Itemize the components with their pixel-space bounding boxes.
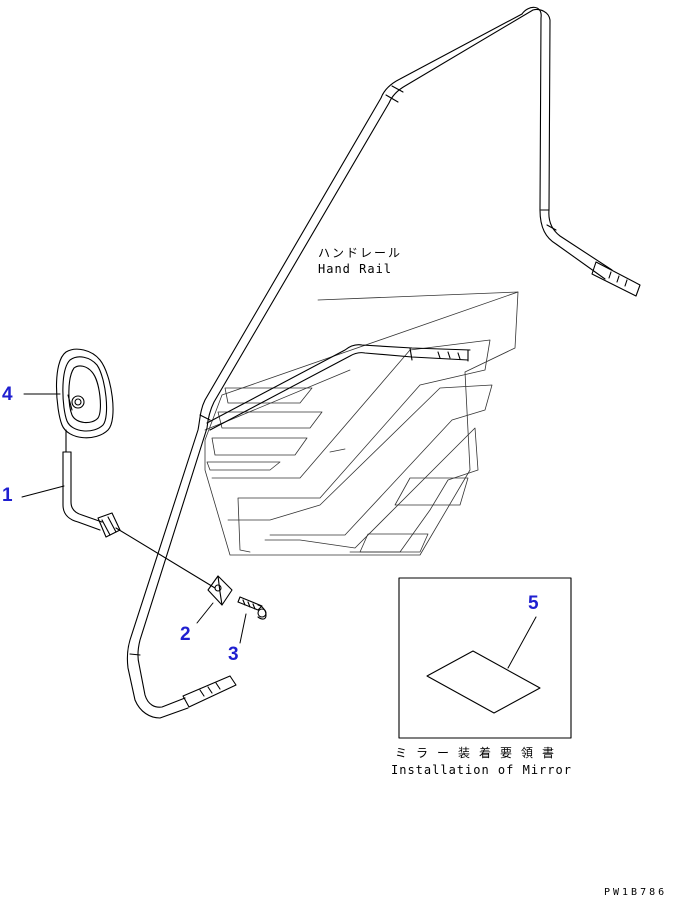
- handrail-label-en: Hand Rail: [318, 262, 393, 276]
- instruction-box: [398, 577, 572, 739]
- callout-3: 3: [228, 644, 239, 665]
- instruction-label-en: Installation of Mirror: [391, 763, 572, 777]
- callout-2: 2: [180, 624, 191, 645]
- callout-1: 1: [2, 485, 13, 506]
- handrail-icon: [126, 6, 641, 719]
- callout-4: 4: [2, 384, 13, 405]
- callout-5: 5: [528, 593, 539, 614]
- handrail-label-ja: ハンドレール: [318, 246, 403, 260]
- drawing-code: PW1B786: [604, 887, 668, 898]
- bracket-icon: [207, 575, 233, 606]
- instruction-label-ja: ミラー装着要領書: [395, 746, 564, 760]
- instruction-sheet-icon: [426, 650, 541, 714]
- bolt-icon: [237, 596, 267, 620]
- leader-lines: [21, 393, 537, 669]
- mirror-icon: [55, 348, 216, 589]
- cab-body-icon: [204, 291, 519, 556]
